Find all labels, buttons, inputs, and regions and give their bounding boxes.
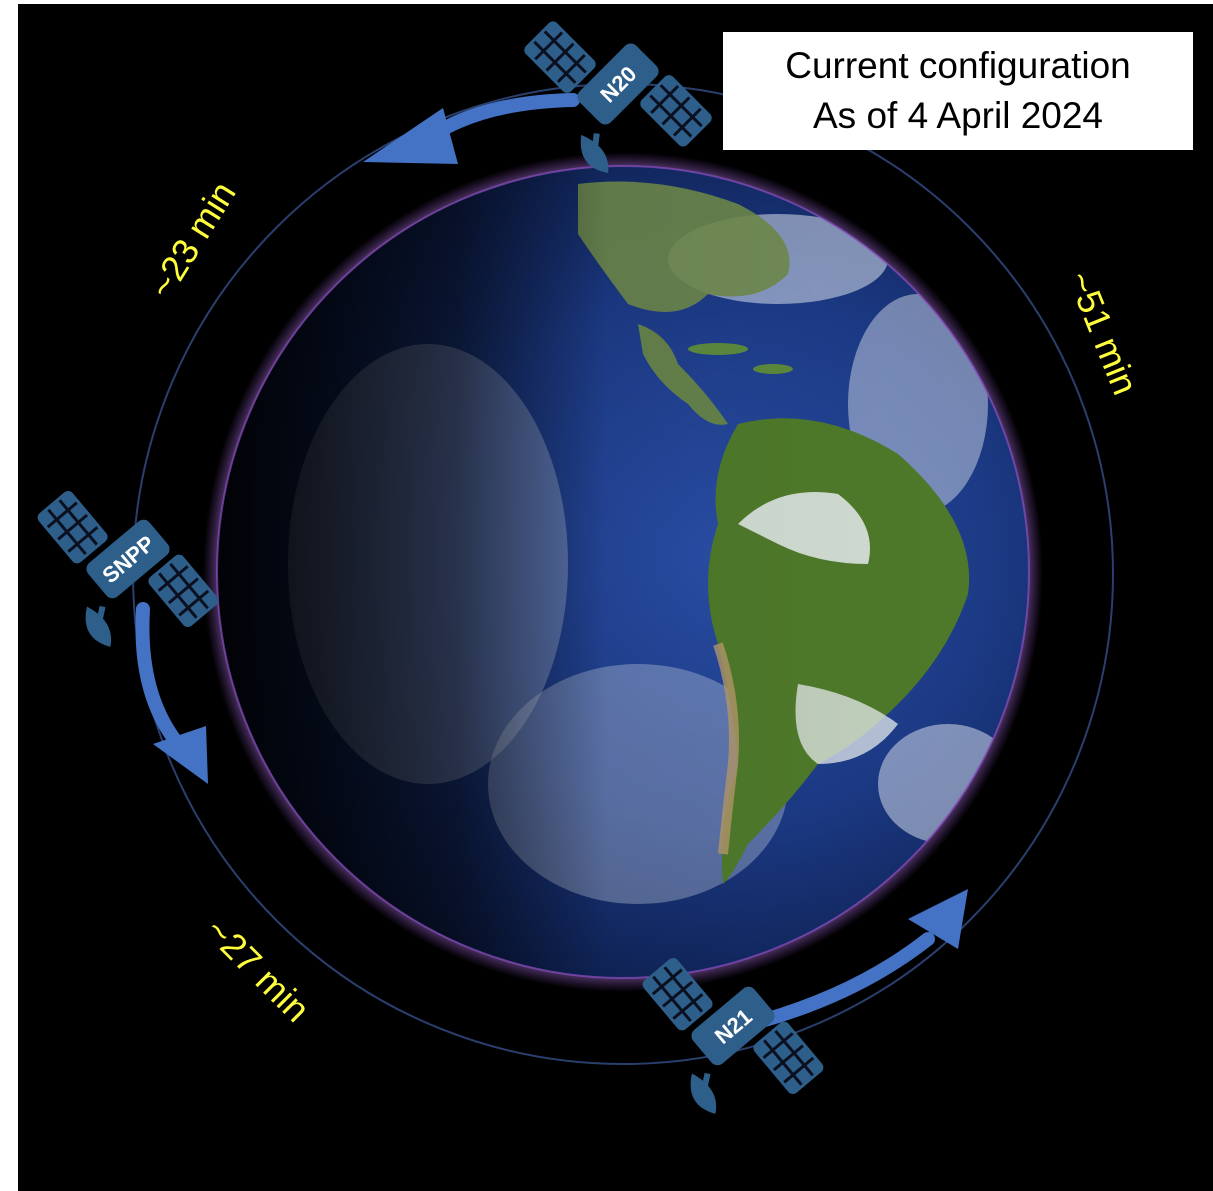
arrow-n21 bbox=[751, 932, 935, 1029]
arrow-n21-head bbox=[908, 889, 968, 949]
motion-arrows bbox=[135, 93, 968, 1029]
arrow-snpp bbox=[135, 602, 185, 751]
satellite-n20: N20 bbox=[524, 21, 712, 174]
satellite-n21: N21 bbox=[642, 957, 824, 1114]
configuration-box: Current configuration As of 4 April 2024 bbox=[723, 32, 1193, 150]
earth bbox=[203, 152, 1043, 992]
arrow-n20-head bbox=[363, 108, 458, 164]
arrow-snpp-head bbox=[153, 726, 208, 784]
arrow-n20 bbox=[431, 93, 580, 139]
satellite-snpp: SNPP bbox=[37, 490, 219, 647]
configuration-title: Current configuration bbox=[785, 45, 1131, 86]
configuration-date: As of 4 April 2024 bbox=[812, 95, 1104, 136]
